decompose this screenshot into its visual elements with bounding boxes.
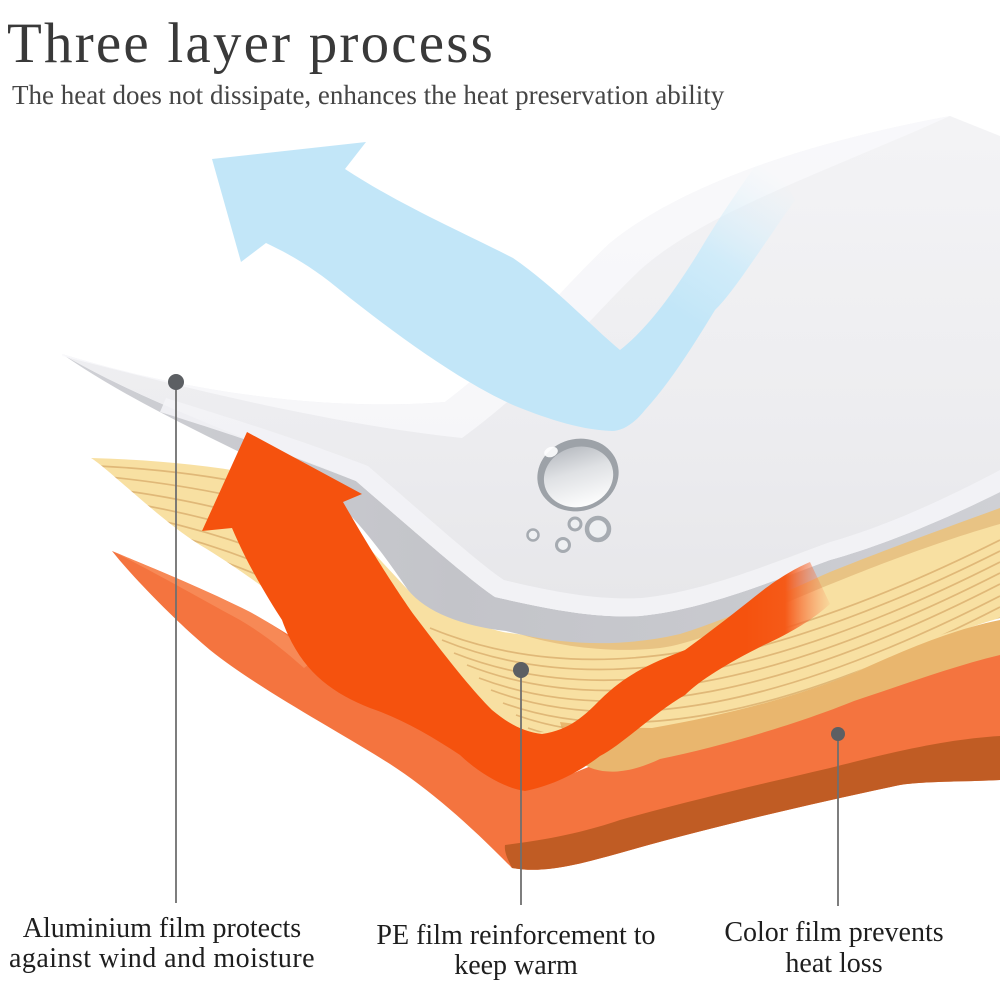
svg-text:keep warm: keep warm — [454, 950, 578, 981]
svg-text:The heat does not dissipate, e: The heat does not dissipate, enhances th… — [12, 80, 725, 110]
svg-text:Three layer process: Three layer process — [7, 12, 495, 75]
svg-text:heat loss: heat loss — [785, 948, 882, 979]
svg-text:against wind and moisture: against wind and moisture — [9, 943, 315, 974]
svg-text:Aluminium film protects: Aluminium film protects — [23, 913, 301, 944]
svg-text:Color film prevents: Color film prevents — [724, 917, 943, 948]
svg-text:PE film reinforcement to: PE film reinforcement to — [376, 920, 655, 951]
